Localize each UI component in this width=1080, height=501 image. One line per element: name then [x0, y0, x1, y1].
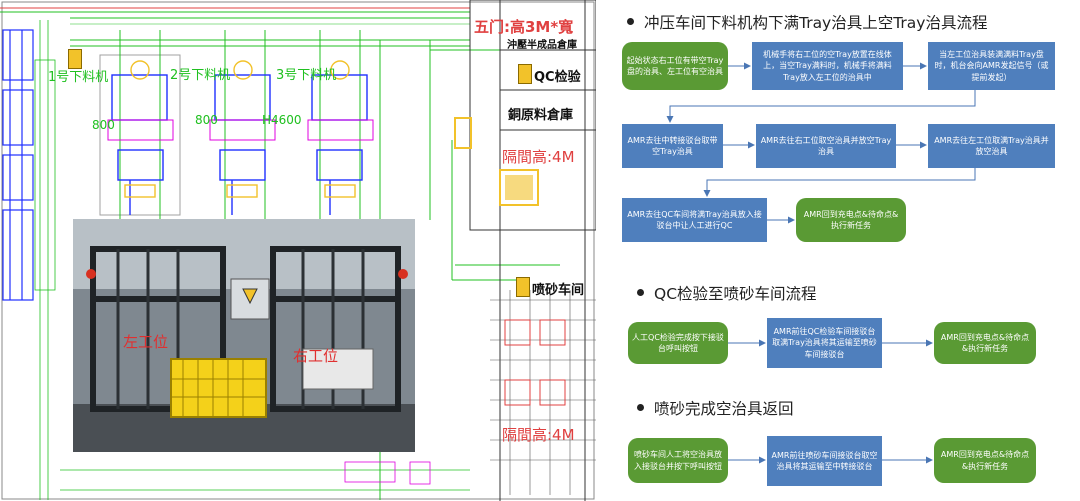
fixture-station-photo: 左工位 右工位: [73, 219, 415, 452]
section-title: QC检验至喷砂车间流程: [637, 282, 817, 304]
left-station-label: 左工位: [123, 333, 169, 351]
flow-node-end: AMR回到充电点&待命点&执行新任务: [796, 198, 906, 242]
copper-warehouse-label: 銅原料倉庫: [508, 108, 574, 123]
section-title: 喷砂完成空治具返回: [637, 397, 794, 419]
flow-node-start: 喷砂车间人工将空治具放入接驳台并按下呼叫按钮: [628, 438, 728, 483]
dimension-label: H4600: [262, 113, 302, 127]
bullet-icon: [637, 289, 644, 296]
photo-illustration: [73, 219, 415, 452]
flow-node: AMR去往QC车间将满Tray治具放入接驳台中让人工进行QC: [622, 198, 767, 242]
cad-layout-drawing: 1号下料机 2号下料机 3号下料机 800 800 H4600 五门:高3M*寬…: [0, 0, 596, 501]
warehouse-label: 沖壓半成品倉庫: [507, 40, 577, 51]
dimension-label: 800: [92, 118, 115, 132]
station-1-label: 1号下料机: [48, 70, 109, 85]
cad-marker-tag: [68, 49, 82, 69]
dimension-label: 800: [195, 113, 218, 127]
flow-node-end: AMR回到充电点&待命点&执行新任务: [934, 322, 1036, 364]
flow-node-end: AMR回到充电点&待命点&执行新任务: [934, 438, 1036, 483]
right-station-label: 右工位: [293, 347, 339, 365]
bullet-icon: [637, 404, 644, 411]
flow-node: 机械手将右工位的空Tray放置在线体上，当空Tray满料时，机械手将满料Tray…: [752, 42, 903, 90]
blasting-room-label: 喷砂车间: [532, 283, 585, 298]
flow-node: 当左工位治具装满满料Tray盘时，机台会向AMR发起信号（或提前发起）: [928, 42, 1055, 90]
bullet-icon: [627, 18, 634, 25]
cad-linework: [0, 0, 596, 501]
flow-node: AMR前往QC检验车间接驳台取满Tray治具将其运输至喷砂车间接驳台: [767, 318, 882, 368]
section-title: 冲压车间下料机构下满Tray治具上空Tray治具流程: [627, 11, 987, 33]
qc-marker-tag: [518, 64, 532, 84]
station-2-label: 2号下料机: [170, 68, 231, 83]
process-flow-panel: 冲压车间下料机构下满Tray治具上空Tray治具流程 起始状态右工位有带空Tra…: [600, 0, 1080, 501]
door-height-note: 五门:高3M*寬: [474, 18, 574, 36]
blasting-marker-tag: [516, 277, 530, 297]
flow-node-start: 人工QC检验完成按下接驳台呼叫按钮: [628, 322, 728, 364]
station-3-label: 3号下料机: [276, 68, 337, 83]
partition-height-note: 隔間高:4M: [502, 426, 575, 444]
qc-room-label: QC检验: [534, 70, 581, 85]
partition-height-note: 隔間高:4M: [502, 148, 575, 166]
flow-node: AMR去往中转接驳台取带空Tray治具: [622, 124, 723, 168]
flow-node: AMR前往喷砂车间接驳台取空治具将其运输至中转接驳台: [767, 436, 882, 486]
flow-node: AMR去往左工位取满Tray治具并放空治具: [928, 124, 1055, 168]
flow-node-start: 起始状态右工位有带空Tray盘的治具、左工位有空治具: [622, 42, 728, 90]
flow-node: AMR去往右工位取空治具并放空Tray治具: [756, 124, 896, 168]
